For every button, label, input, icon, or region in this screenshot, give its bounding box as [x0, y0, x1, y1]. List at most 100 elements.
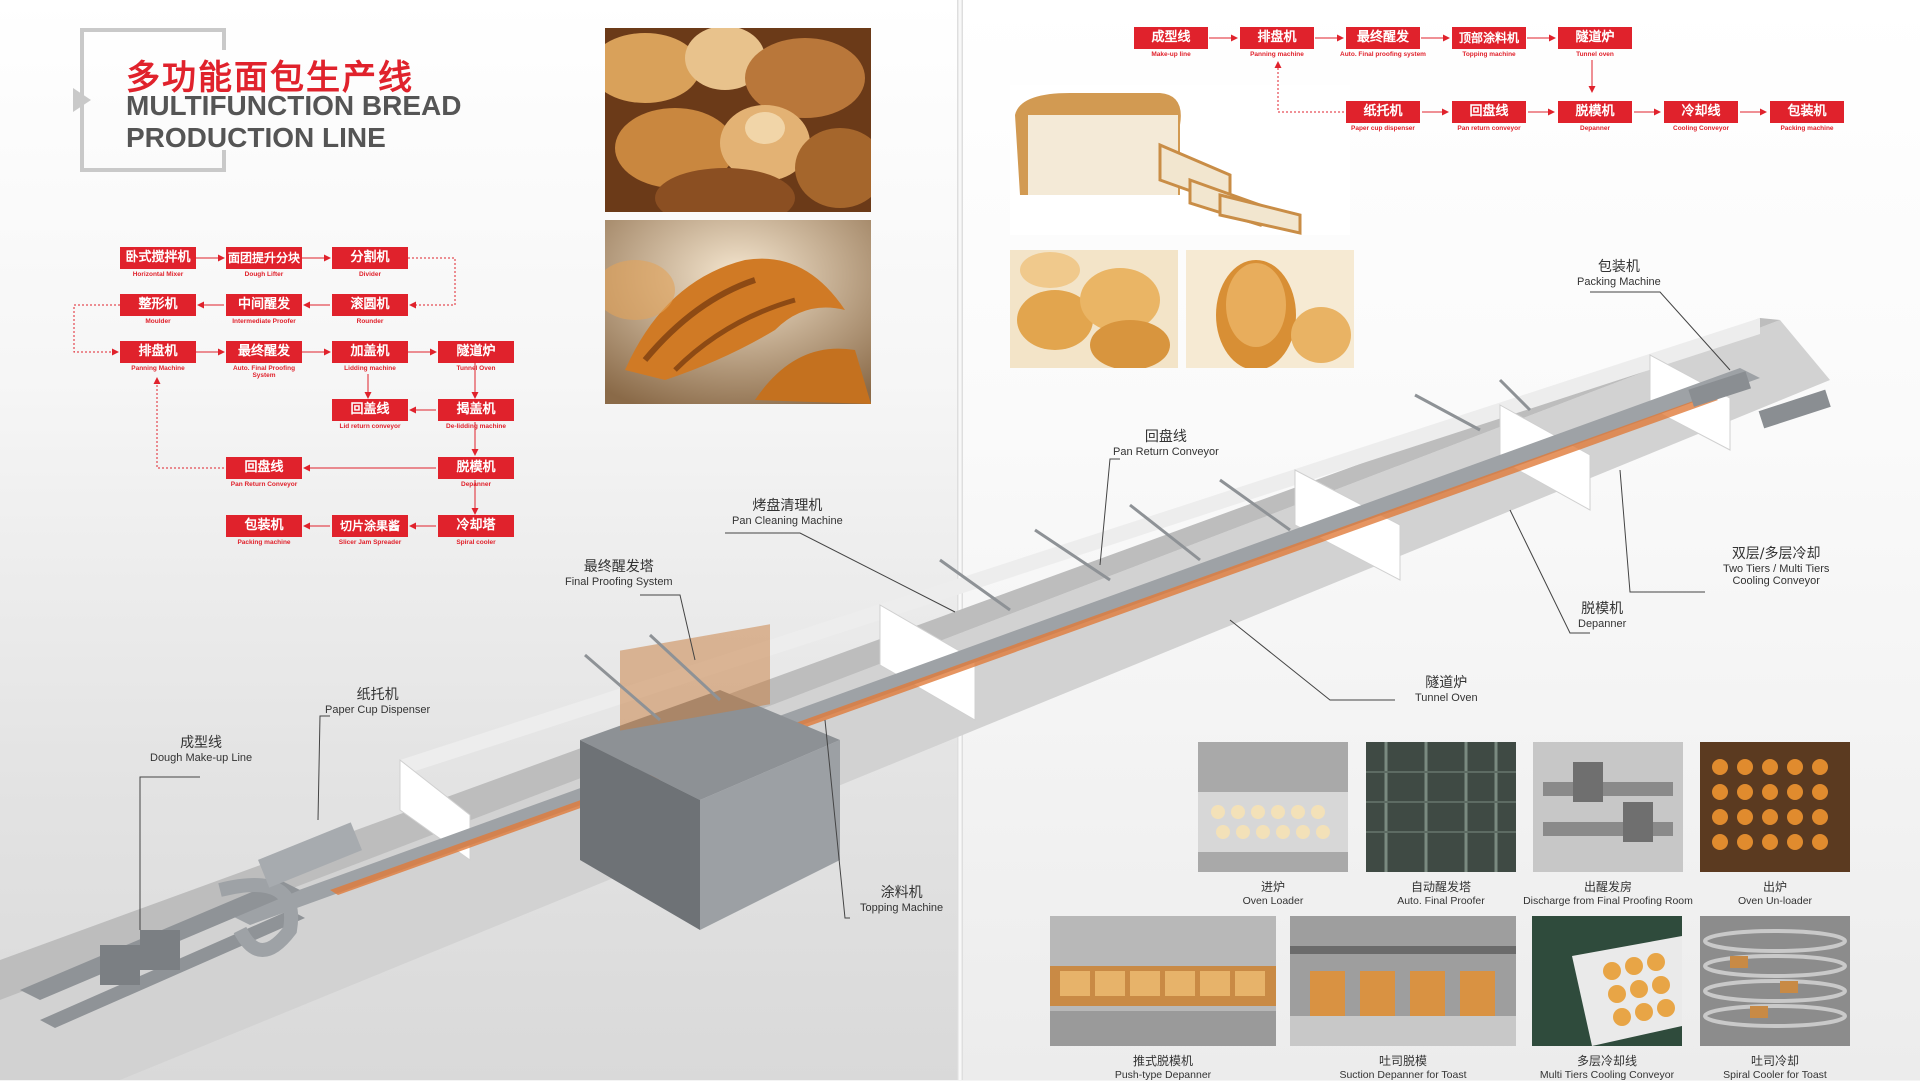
thumb-auto-final-proofer: [1366, 742, 1516, 872]
toast-bread-photo: [1010, 85, 1350, 235]
flow-box-intermediate-proofer: 中间醒发: [226, 294, 302, 316]
flow-box-horizontal-mixer: 卧式搅拌机: [120, 247, 196, 269]
thumb-final-proofer-art: [1366, 742, 1516, 872]
flow-sub: Cooling Conveyor: [1673, 125, 1729, 132]
flow-sub: Panning Machine: [131, 365, 185, 372]
flow-box-packing: 包装机: [226, 515, 302, 537]
flow-box-slicer-jam: 切片涂果酱: [332, 515, 408, 537]
rflow-box-packing: 包装机: [1770, 101, 1844, 123]
title-frame-right-bottom: [222, 150, 226, 172]
flow-box-moulder: 整形机: [120, 294, 196, 316]
flow-box-rounder: 滚圆机: [332, 294, 408, 316]
thumb-unloader-art: [1700, 742, 1850, 872]
label-depanner: 脱模机 Depanner: [1578, 601, 1627, 630]
flow-box-pan-return: 回盘线: [226, 457, 302, 479]
thumb-discharge-proofing: [1533, 742, 1683, 872]
flow-sub: Spiral cooler: [456, 539, 496, 546]
thumb-spiral-cooler: [1700, 916, 1850, 1046]
rflow-box-topping: 顶部涂料机: [1452, 27, 1526, 49]
label-paper-cup: 纸托机 Paper Cup Dispenser: [325, 687, 431, 716]
buns-photo: [1010, 250, 1178, 368]
croissant-photo: [605, 220, 871, 404]
buns-photo-art: [1010, 250, 1178, 368]
title-arrow-icon: [73, 88, 91, 112]
page-title-cn: 多功能面包生产线: [126, 58, 414, 98]
flow-sub: Intermediate Proofer: [232, 318, 296, 325]
oven-hoods: [584, 378, 1532, 722]
label-tunnel-oven: 隧道炉 Tunnel Oven: [1415, 675, 1478, 704]
flow-sub: Packing machine: [1780, 125, 1834, 132]
flow-sub: Dough Lifter: [244, 271, 284, 278]
label-cooling: 双层/多层冷却 Two Tiers / Multi Tiers Cooling …: [1723, 546, 1830, 587]
label-pan-cleaning: 烤盘清理机 Pan Cleaning Machine: [732, 498, 843, 527]
flow-box-panning-machine: 排盘机: [120, 341, 196, 363]
thumb-suction-depanner-art: [1290, 916, 1516, 1046]
thumb-suction-depanner: [1290, 916, 1516, 1046]
thumb-oven-loader: [1198, 742, 1348, 872]
flow-sub: Lidding machine: [344, 365, 396, 372]
label-topping: 涂料机 Topping Machine: [860, 885, 944, 914]
flow-sub: Horizontal Mixer: [132, 271, 184, 278]
rflow-box-depanner: 脱模机: [1558, 101, 1632, 123]
brochure-spine: [957, 0, 963, 1080]
toast-bread-art: [1010, 85, 1350, 235]
rflow-box-panning: 排盘机: [1240, 27, 1314, 49]
rflow-box-pan-return: 回盘线: [1452, 101, 1526, 123]
makeup-machines: [20, 822, 362, 1028]
thumb-spiral-cooler-art: [1700, 916, 1850, 1046]
label-final-proofing: 最终醒发塔 Final Proofing System: [565, 559, 673, 588]
rflow-box-makeup-line: 成型线: [1134, 27, 1208, 49]
conveyor-main: [230, 368, 1760, 925]
rflow-box-cooling: 冷却线: [1664, 101, 1738, 123]
title-en-line1: MULTIFUNCTION BREAD: [126, 90, 462, 121]
right-flow-arrows: [1209, 34, 1767, 116]
flow-box-depanner: 脱模机: [438, 457, 514, 479]
thumb-multi-tier-cooling: [1532, 916, 1682, 1046]
title-frame-right-top: [222, 28, 226, 50]
label-pan-return: 回盘线 Pan Return Conveyor: [1113, 429, 1219, 458]
croissant-photo-art: [605, 220, 871, 404]
bread-photo-art: [605, 28, 871, 212]
flow-box-dough-lifter: 面团提升分块: [226, 247, 302, 269]
flow-sub: Depanner: [1580, 125, 1610, 132]
hotdog-bun-art: [1186, 250, 1354, 368]
flow-box-final-proofing: 最终醒发: [226, 341, 302, 363]
flow-sub: Packing machine: [237, 539, 291, 546]
final-proofing-tower: [580, 624, 840, 930]
left-flow-arrows: [73, 254, 479, 530]
flow-sub: Make-up line: [1151, 51, 1191, 58]
flow-sub: De-lidding machine: [446, 423, 506, 430]
thumb-push-depanner: [1050, 916, 1276, 1046]
rflow-box-tunnel-oven: 隧道炉: [1558, 27, 1632, 49]
thumb-multi-tier-art: [1532, 916, 1682, 1046]
flow-box-divider: 分割机: [332, 247, 408, 269]
flow-sub: Lid return conveyor: [339, 423, 401, 430]
flow-box-lidding-machine: 加盖机: [332, 341, 408, 363]
flow-box-lid-return: 回盖线: [332, 399, 408, 421]
flow-sub: Rounder: [356, 318, 384, 325]
label-packing: 包装机 Packing Machine: [1577, 259, 1661, 288]
packing-machines: [1688, 371, 1831, 429]
hotdog-bun-photo: [1186, 250, 1354, 368]
flow-sub: Topping machine: [1462, 51, 1516, 58]
flow-box-de-lidding: 揭盖机: [438, 399, 514, 421]
page-title-en: MULTIFUNCTION BREAD PRODUCTION LINE: [126, 90, 461, 154]
rflow-box-final-proofing: 最终醒发: [1346, 27, 1420, 49]
flow-box-spiral-cooler: 冷却塔: [438, 515, 514, 537]
leader-lines: [139, 291, 1731, 930]
thumb-discharge-art: [1533, 742, 1683, 872]
rflow-box-paper-cup: 纸托机: [1346, 101, 1420, 123]
flow-sub: Paper cup dispenser: [1351, 125, 1415, 132]
bread-photo: [605, 28, 871, 212]
flow-sub: Auto. Final proofing system: [1340, 51, 1426, 58]
label-makeup-line: 成型线 Dough Make-up Line: [150, 735, 253, 764]
flow-sub: Moulder: [145, 318, 171, 325]
